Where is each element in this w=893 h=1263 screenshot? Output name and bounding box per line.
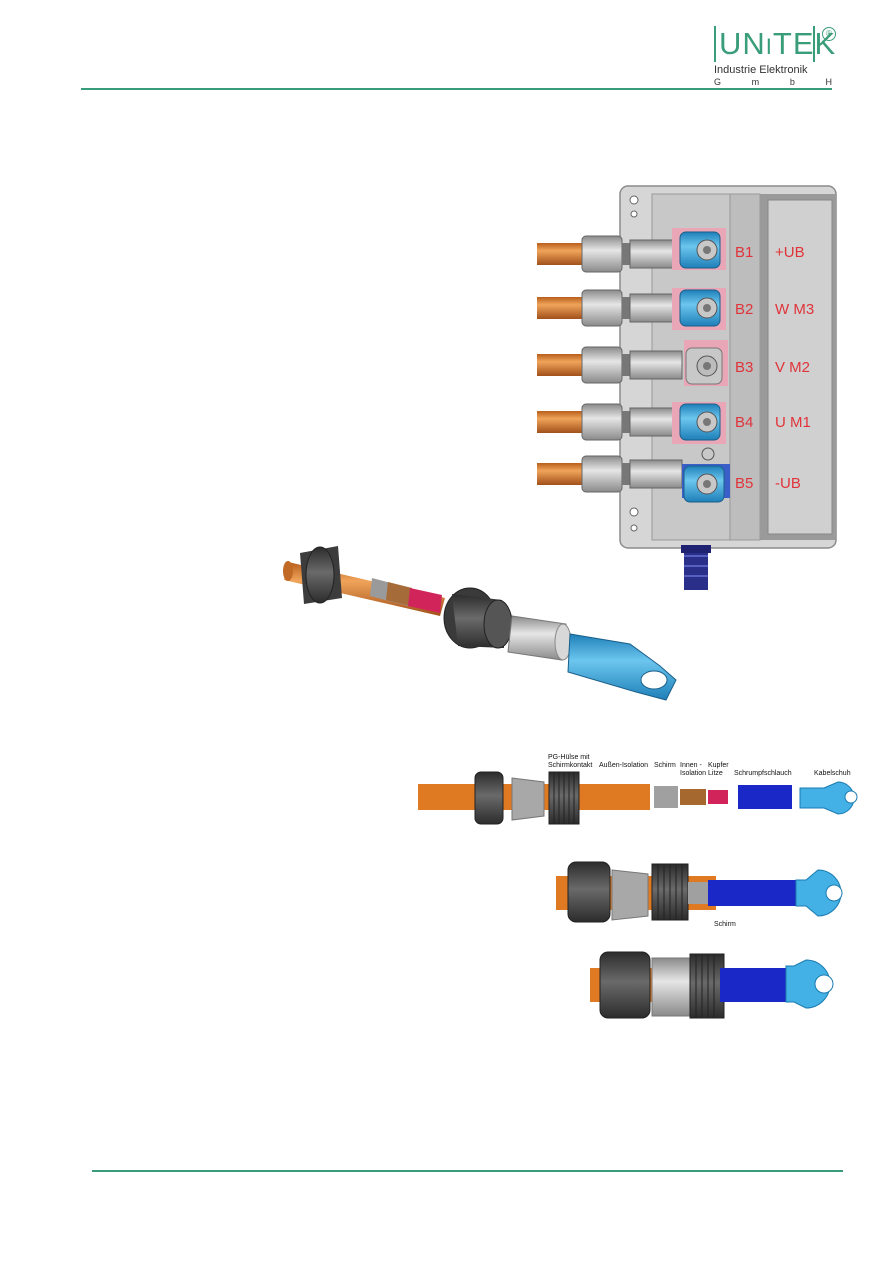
header-rule [81, 88, 832, 90]
logo-gmbh: G m b H [714, 77, 832, 87]
logo-bar-left [714, 26, 716, 62]
terminal-row-4 [537, 402, 726, 461]
terminal-row-2 [537, 288, 726, 330]
label-aussen-isolation: Außen-Isolation [599, 762, 648, 769]
terminal-signal: V M2 [775, 359, 810, 376]
footer-rule [92, 1170, 843, 1172]
logo-wordmark: UNiTEK [719, 26, 837, 61]
terminal-row-5 [537, 455, 730, 503]
parts-diagram: PG-Hülse mit Schirmkontakt Außen-Isolati… [418, 754, 858, 825]
assembly-step-3 [590, 951, 834, 1019]
label-pg-huelse: PG-Hülse mit [548, 754, 590, 761]
terminal-signal: -UB [775, 475, 801, 492]
label-kabelschuh: Kabelschuh [814, 770, 851, 777]
registered-mark: ® [822, 27, 836, 41]
logo-bar-right [813, 26, 815, 62]
terminal-signal: U M1 [775, 414, 811, 431]
label-kupfer-litze: Kupfer [708, 762, 729, 769]
exploded-assembly [283, 546, 677, 701]
logo-subtitle: Industrie Elektronik [714, 64, 808, 76]
gmbh-letter: m [751, 77, 760, 87]
label-schirm: Schirm [654, 762, 676, 769]
label-schrumpfschlauch: Schrumpfschlauch [734, 770, 792, 777]
terminal-id: B2 [735, 301, 753, 318]
label-pg-huelse: Schirmkontakt [548, 762, 592, 769]
gmbh-letter: G [714, 77, 722, 87]
assembly-step-2: Schirm [556, 861, 843, 928]
terminal-row-3 [537, 340, 728, 386]
terminal-signal: W M3 [775, 301, 814, 318]
terminal-signal: +UB [775, 244, 805, 261]
terminal-id: B1 [735, 244, 753, 261]
terminal-id: B3 [735, 359, 753, 376]
label-innen-isolation: Innen - [680, 762, 702, 769]
terminal-row-1 [537, 228, 726, 273]
terminal-id: B5 [735, 475, 753, 492]
label-schirm-step2: Schirm [714, 921, 736, 928]
label-innen-isolation: Isolation [680, 770, 706, 777]
gmbh-letter: b [789, 77, 795, 87]
label-kupfer-litze: Litze [708, 770, 723, 777]
gmbh-letter: H [825, 77, 833, 87]
terminal-id: B4 [735, 414, 753, 431]
